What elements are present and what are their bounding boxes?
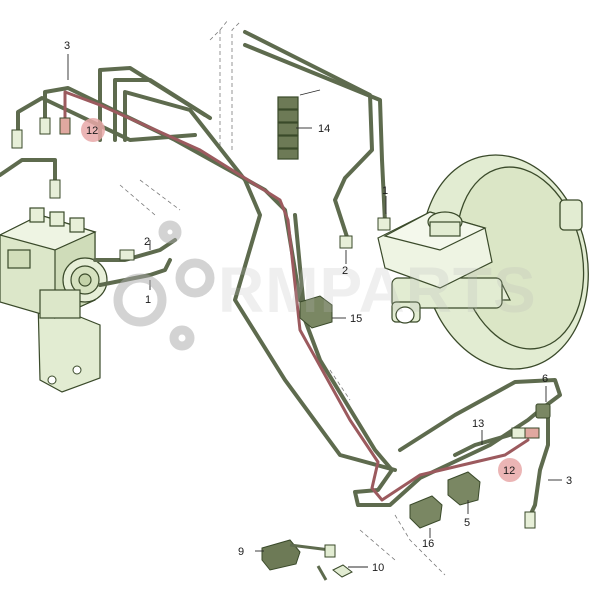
callout-2-center: 2 (342, 265, 348, 277)
junction-6 (535, 403, 551, 419)
bracket-bolt-hole (47, 375, 57, 385)
abs-hydraulic-unit (0, 207, 108, 319)
callout-13: 13 (472, 418, 484, 430)
callout-14: 14 (318, 123, 330, 135)
callout-5: 5 (464, 517, 470, 529)
fitting-10 (316, 544, 353, 581)
callout-2-left: 2 (144, 236, 150, 248)
callout-15: 15 (350, 313, 362, 325)
highlighted-brake-lines (63, 90, 530, 502)
callout-12-left: 12 (86, 125, 98, 137)
highlight-badge-12-left (81, 118, 105, 142)
callout-3-right: 3 (566, 475, 572, 487)
callout-9: 9 (238, 546, 244, 558)
callout-12-right: 12 (503, 465, 515, 477)
bracket-bolt-hole (72, 365, 82, 375)
callout-16: 16 (422, 538, 434, 550)
abs-mounting-bracket (37, 299, 101, 393)
callout-3-top: 3 (64, 40, 70, 52)
brake-booster (421, 154, 589, 370)
svg-text:RMPARTS: RMPARTS (218, 254, 537, 326)
leader-lines (67, 54, 562, 568)
fitting-12-right (524, 427, 540, 439)
line-fittings (11, 117, 540, 529)
bracket-9 (261, 539, 331, 571)
callout-10: 10 (372, 562, 384, 574)
callout-1-upper: 1 (382, 185, 388, 197)
watermark-logo: RMPARTS (113, 220, 537, 351)
highlight-badge-12-right (498, 458, 522, 482)
callout-6: 6 (542, 373, 548, 385)
assembly-guide-lines (119, 19, 446, 576)
callout-labels: 3 12 14 1 2 2 1 15 6 13 12 3 5 16 9 10 (64, 40, 572, 574)
clip-16 (409, 495, 443, 529)
clip-5 (447, 471, 481, 506)
master-cylinder (377, 211, 511, 324)
gear-icon (113, 220, 215, 351)
fitting-12-left (59, 117, 71, 135)
callout-1-left: 1 (145, 294, 151, 306)
line-clip-block-14 (277, 96, 299, 160)
clip-15 (299, 295, 333, 329)
